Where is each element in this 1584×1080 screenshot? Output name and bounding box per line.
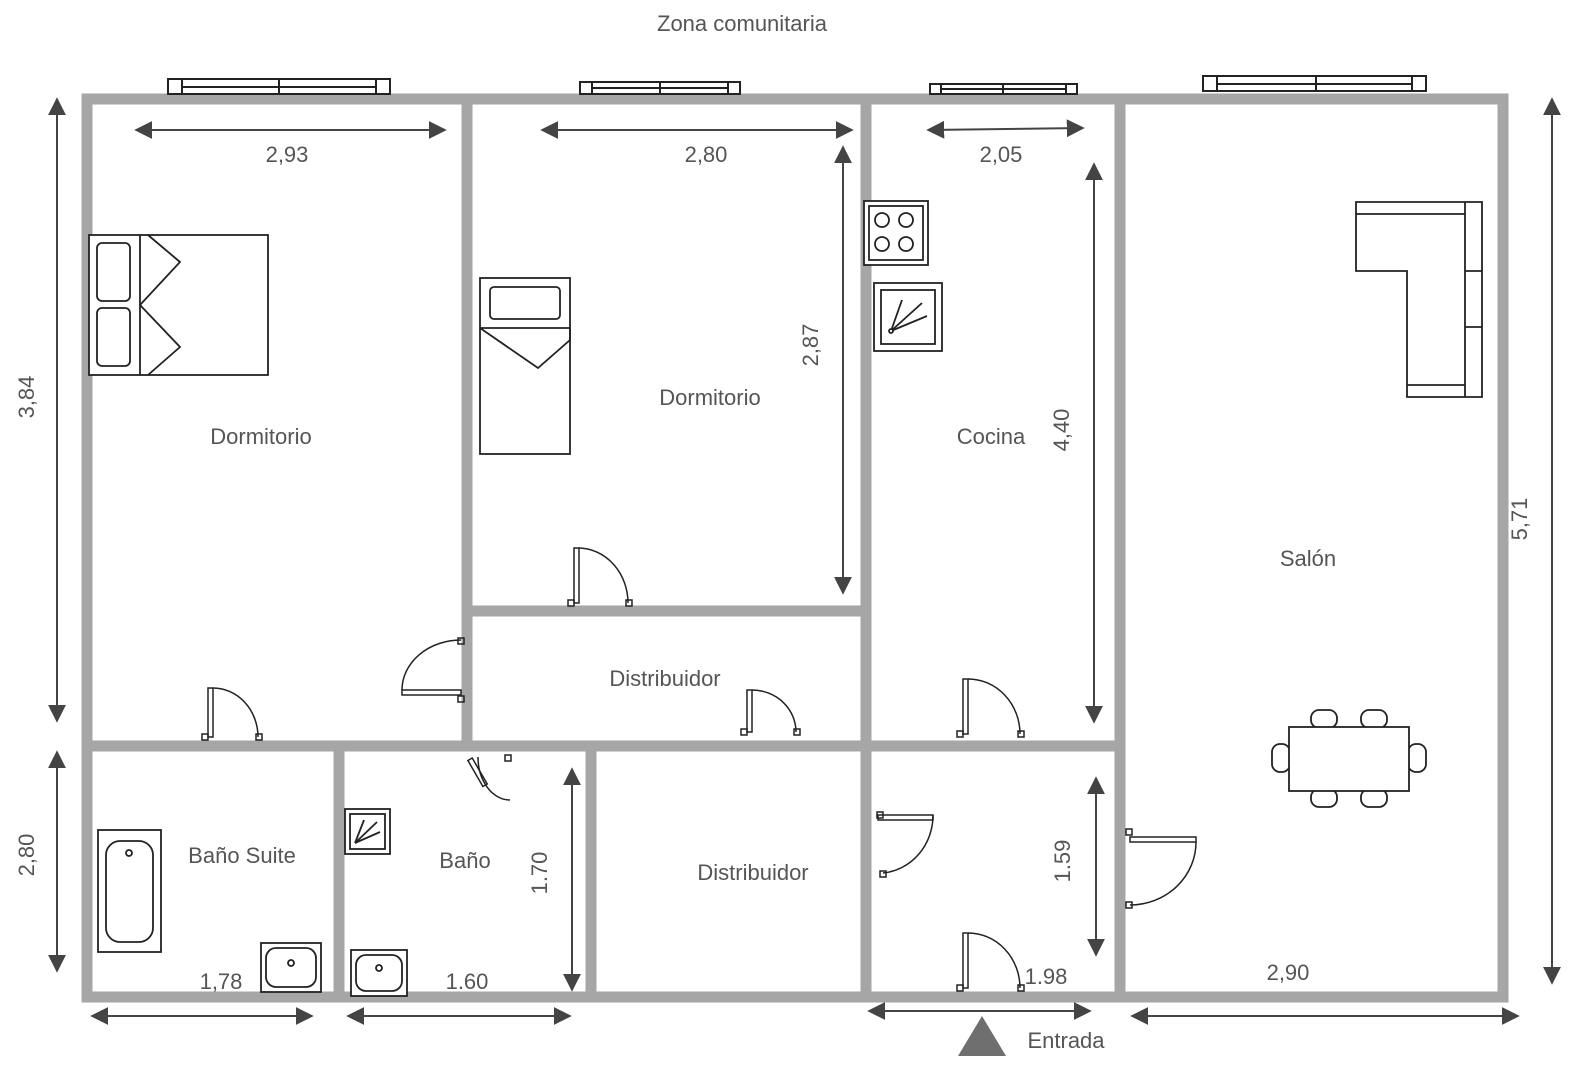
dimension-lines xyxy=(48,97,1561,1025)
door-icon xyxy=(956,932,1025,992)
dimension-dorm2-width: 2,80 xyxy=(684,142,728,167)
double-bed-icon xyxy=(88,234,269,376)
room-label-cocina: Cocina xyxy=(956,424,1026,449)
furniture xyxy=(88,200,1483,997)
window-icon xyxy=(579,81,741,95)
windows xyxy=(167,75,1427,95)
dimension-dorm2-height: 2,87 xyxy=(798,323,823,367)
door-icon xyxy=(201,687,263,741)
dimension-salon-width: 2,90 xyxy=(1266,960,1310,985)
washbasin-icon xyxy=(260,942,322,993)
bathtub-icon xyxy=(97,829,162,953)
outer-wall xyxy=(81,93,1509,1003)
dimension-left-bottom-height: 2,80 xyxy=(14,833,39,877)
door-icon xyxy=(740,689,801,736)
entrance-label: Entrada xyxy=(1027,1028,1105,1053)
dimension-bano-width: 1.60 xyxy=(445,969,489,994)
dimension-hall-width: 1.98 xyxy=(1024,964,1068,989)
door-icon xyxy=(567,547,633,607)
dimension-bano-height: 1.70 xyxy=(527,851,552,895)
sink-icon xyxy=(873,282,943,352)
room-label-bano-suite: Baño Suite xyxy=(188,843,296,868)
room-label-dormitorio-1: Dormitorio xyxy=(210,424,312,449)
room-label-bano: Baño xyxy=(439,848,491,873)
room-label-distribuidor-1: Distribuidor xyxy=(609,666,721,691)
room-label-distribuidor-2: Distribuidor xyxy=(697,860,809,885)
door-icon xyxy=(876,811,934,878)
dimension-cocina-height: 4,40 xyxy=(1049,408,1074,452)
dining-table-icon xyxy=(1271,709,1427,808)
plan-title: Zona comunitaria xyxy=(657,11,827,36)
dimension-dorm1-width: 2,93 xyxy=(265,142,309,167)
shower-icon xyxy=(344,808,391,855)
dimension-left-top-height: 3,84 xyxy=(14,375,39,419)
door-icon xyxy=(956,678,1025,738)
dimension-right-height: 5,71 xyxy=(1507,497,1532,541)
room-label-dormitorio-2: Dormitorio xyxy=(659,385,761,410)
dimension-bano-suite-width: 1,78 xyxy=(199,969,243,994)
stove-icon xyxy=(863,200,929,266)
single-bed-icon xyxy=(479,277,571,455)
entrance-triangle-icon xyxy=(958,1016,1006,1056)
room-label-salon: Salón xyxy=(1279,546,1337,571)
window-icon xyxy=(929,83,1078,95)
walls xyxy=(81,93,1509,1003)
dimension-hall-height: 1.59 xyxy=(1050,839,1075,883)
door-icon xyxy=(401,637,465,703)
doors xyxy=(201,547,1197,992)
washbasin-icon xyxy=(350,949,408,997)
window-icon xyxy=(1202,75,1427,92)
window-icon xyxy=(167,78,391,95)
door-icon xyxy=(1125,828,1197,909)
dimension-cocina-width: 2,05 xyxy=(979,142,1023,167)
sofa-icon xyxy=(1355,201,1483,398)
door-icon xyxy=(466,754,512,801)
